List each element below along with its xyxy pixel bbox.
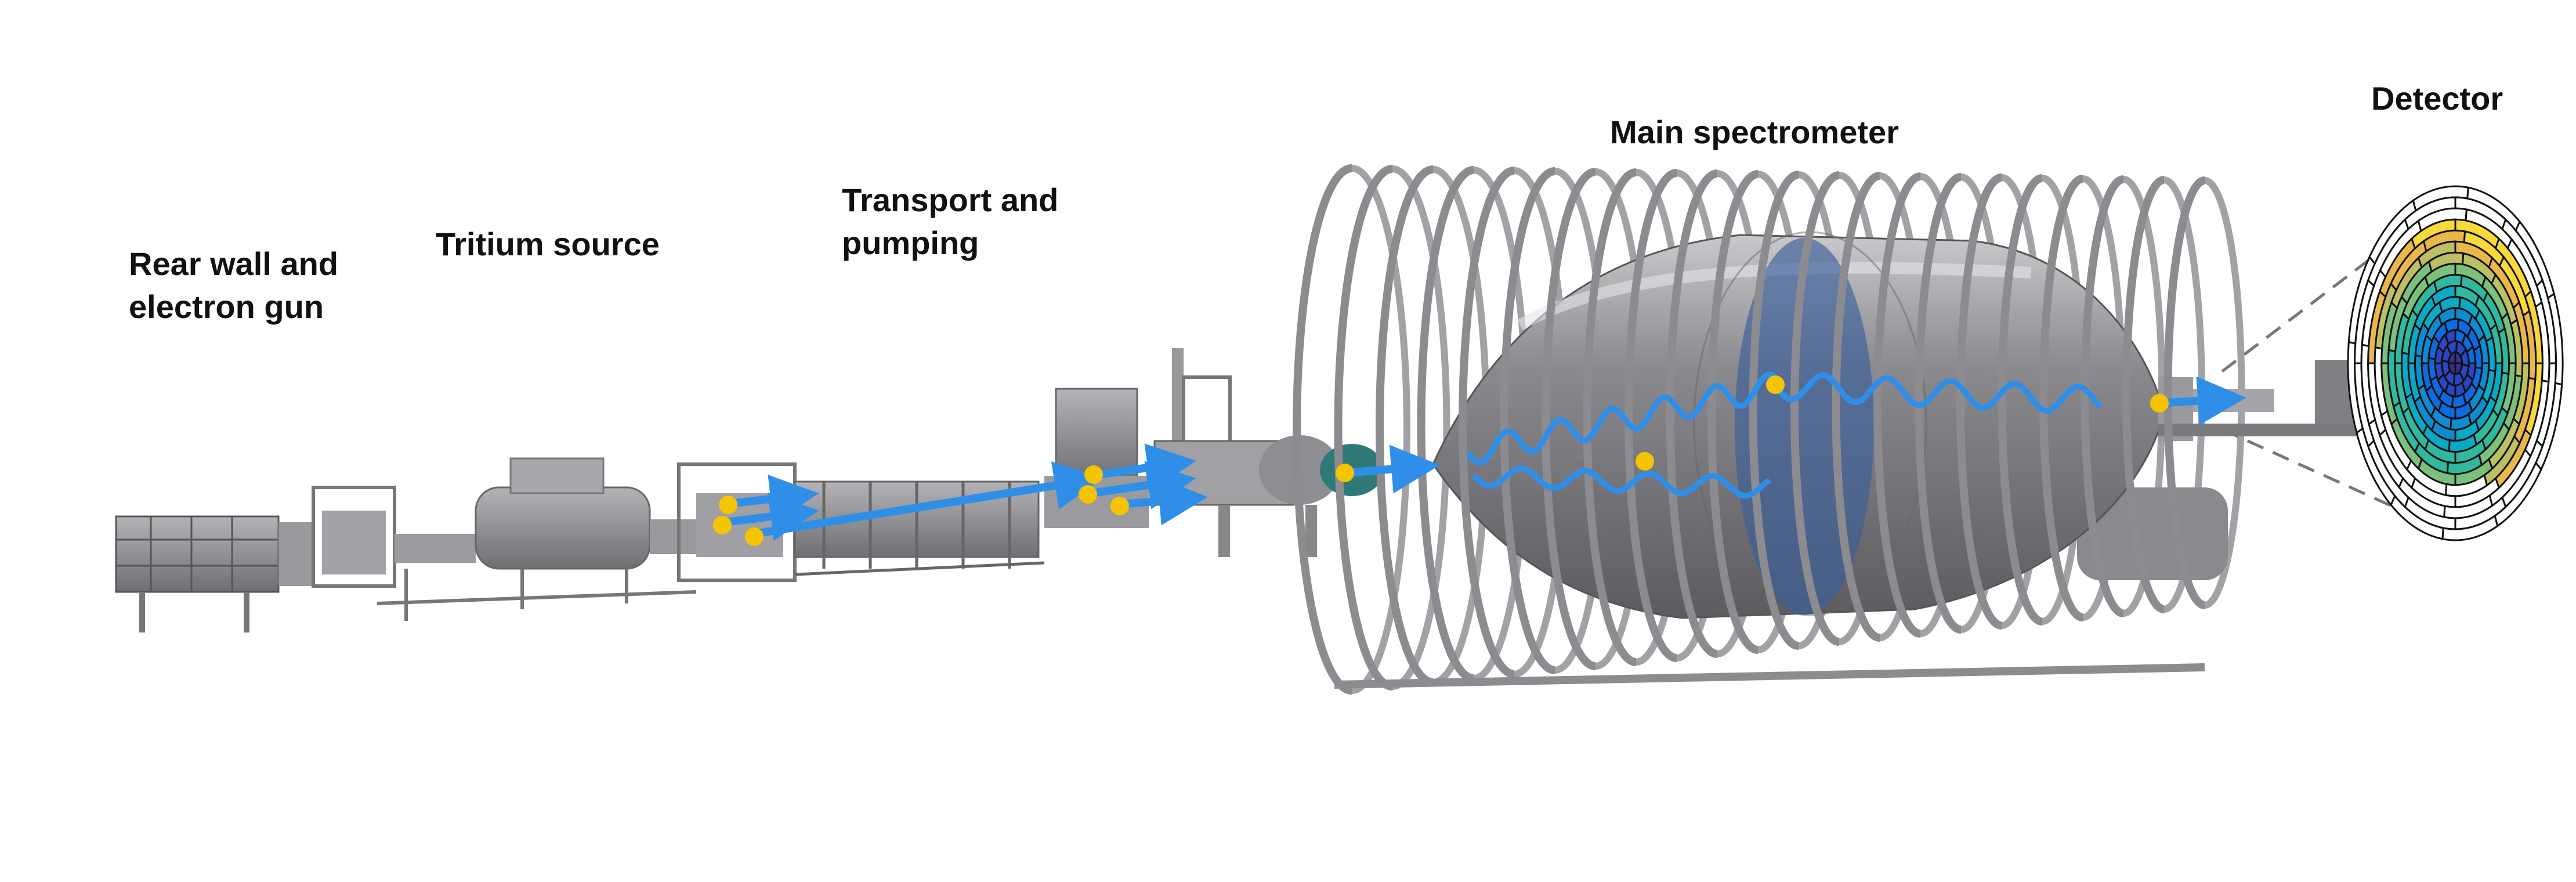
air-coil-ring-front: [1707, 170, 1759, 654]
air-coil-ring-front: [1417, 166, 1474, 682]
air-coil-ring-front: [2039, 175, 2083, 621]
beam-arrow: [725, 492, 819, 541]
electron-dot: [719, 496, 737, 514]
electron-dot: [745, 527, 764, 546]
label-line: pumping: [842, 225, 979, 261]
air-coil-ring-front: [2081, 175, 2124, 617]
air-coil-ring-back: [1351, 165, 1410, 694]
tritium-source: [377, 457, 702, 621]
air-coil-ring-front: [1293, 164, 1352, 695]
label-rear-wall-electron-gun: Rear wall and electron gun: [129, 243, 338, 328]
air-coil-ring-front: [1583, 168, 1637, 666]
detector-zoom-lines: [2221, 243, 2403, 512]
transport-pumping: [677, 348, 1384, 582]
air-coil-ring-front: [1542, 168, 1596, 670]
beam-arrow: [1345, 444, 1440, 494]
label-main-spectrometer: Main spectrometer: [1610, 114, 1899, 150]
focal-plane-detector-pixel-map: [2347, 185, 2564, 541]
air-coil-ring-front: [1956, 173, 2002, 630]
electron-dot: [1766, 375, 1785, 394]
ring-support-rail: [1334, 663, 2205, 689]
electron-beam: [719, 376, 2246, 541]
label-line: Transport and: [842, 182, 1059, 218]
beam-arrow: [2158, 376, 2246, 425]
air-coil-ring-front: [2163, 176, 2205, 609]
electron-dot: [1084, 465, 1103, 484]
label-line: Rear wall and: [129, 245, 339, 282]
electron-dot: [1636, 452, 1654, 471]
air-coil-ring-front: [1749, 171, 1799, 650]
air-coil-ring-front: [1873, 172, 1921, 638]
rear-wall-electron-gun: [115, 486, 396, 632]
air-coil-rings-front: [1293, 164, 2205, 695]
label-transport-pumping: Transport and pumping: [842, 179, 1058, 265]
detector-pixel: [2454, 351, 2463, 364]
electron-dot: [2150, 394, 2169, 413]
air-coil-ring-front: [1334, 165, 1393, 691]
label-detector: Detector: [2371, 80, 2503, 117]
air-coil-ring-front: [1998, 174, 2043, 626]
electron-dot: [1110, 497, 1129, 515]
air-coil-ring-front: [1500, 167, 1555, 674]
trajectory-lower: [1471, 465, 1771, 499]
electron-trajectories: [1466, 371, 2103, 499]
air-coil-ring-back: [1392, 165, 1450, 690]
label-tritium-source: Tritium source: [436, 226, 660, 262]
trajectory-upper: [1773, 372, 2103, 414]
air-coil-ring-front: [2122, 176, 2165, 613]
beam-arrow: [753, 461, 1104, 538]
electron-dot: [1079, 485, 1097, 504]
air-coil-ring-front: [1459, 167, 1515, 678]
air-coil-ring-front: [1832, 172, 1880, 642]
electrons: [713, 375, 2169, 546]
air-coil-ring-front: [1625, 169, 1677, 662]
electron-dot: [1336, 464, 1354, 482]
air-coil-ring-front: [1790, 171, 1840, 646]
air-coil-ring-front: [1666, 169, 1718, 658]
trajectory-upper: [1466, 371, 1778, 466]
air-coil-ring-front: [1376, 165, 1434, 686]
label-line: electron gun: [129, 288, 324, 325]
electron-dot: [713, 516, 732, 534]
